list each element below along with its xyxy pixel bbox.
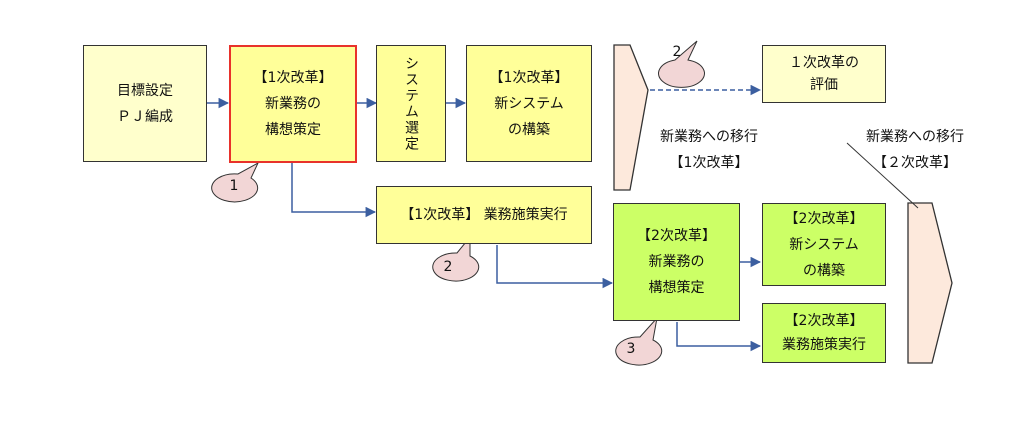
migration2-line-2: 【２次改革】: [873, 155, 957, 171]
callout-1-number: 1: [229, 178, 239, 194]
box-exec-2: 【2次改革】 業務施策実行: [762, 303, 886, 363]
concept2-line-1: 新業務の: [648, 254, 705, 270]
exec1-label: 【1次改革】 業務施策実行: [400, 207, 568, 223]
concept1-tag: 【1次改革】: [253, 70, 333, 86]
migration-shape-1: [613, 44, 649, 191]
leader-line-migration2: [846, 142, 919, 209]
box-new-system-1: 【1次改革】 新システム の構築: [466, 45, 592, 162]
concept2-tag: 【2次改革】: [637, 228, 716, 244]
box-new-system-2: 【2次改革】 新システム の構築: [762, 203, 886, 286]
exec2-line-1: 業務施策実行: [782, 337, 866, 353]
concept1-line-2: 構想策定: [265, 122, 321, 138]
callout-3-bubble: [615, 316, 663, 366]
migration2-line-1: 新業務への移行: [866, 129, 964, 145]
newsys2-line-2: の構築: [803, 262, 845, 279]
goal-line-2: ＰＪ編成: [117, 108, 173, 125]
callout-1-bubble: [211, 161, 260, 203]
concept1-line-1: 新業務の: [265, 96, 321, 112]
goal-line-1: 目標設定: [117, 82, 173, 99]
callout-2a-bubble: [658, 40, 705, 88]
box-concept-2: 【2次改革】 新業務の 構想策定: [613, 203, 740, 321]
migration-shape-2: [907, 202, 953, 364]
newsys2-line-1: 新システム: [789, 236, 859, 253]
newsys2-tag: 【2次改革】: [784, 210, 864, 227]
migration1-line-2: 【1次改革】: [669, 155, 749, 171]
box-exec-1: 【1次改革】 業務施策実行: [376, 186, 592, 244]
migration1-line-1: 新業務への移行: [660, 129, 758, 145]
eval1-line-1: １次改革の: [789, 55, 859, 71]
system-select-label: システム選定: [403, 55, 419, 152]
newsys1-line-1: 新システム: [494, 95, 564, 112]
callout-2b-number: 2: [443, 259, 453, 275]
eval1-line-2: 評価: [810, 77, 838, 93]
box-goal-setting: 目標設定 ＰＪ編成: [83, 45, 207, 162]
box-concept-1: 【1次改革】 新業務の 構想策定: [229, 45, 357, 163]
box-eval-1: １次改革の 評価: [762, 45, 886, 103]
newsys1-line-2: の構築: [508, 121, 550, 138]
concept2-line-2: 構想策定: [648, 280, 705, 296]
box-system-selection: システム選定: [376, 45, 446, 162]
arrow-exec1-to-concept2: [496, 245, 614, 289]
callout-3-number: 3: [626, 341, 636, 357]
newsys1-tag: 【1次改革】: [489, 69, 569, 86]
exec2-tag: 【2次改革】: [784, 313, 864, 329]
arrow-concept1-to-exec1: [291, 163, 377, 218]
callout-2b-bubble: [432, 235, 480, 282]
migration-label-1: 新業務への移行 【1次改革】: [660, 124, 758, 176]
arrow-concept2-to-exec2: [676, 322, 762, 352]
migration-label-2: 新業務への移行 【２次改革】: [866, 124, 964, 176]
callout-2a-number: 2: [672, 44, 682, 60]
